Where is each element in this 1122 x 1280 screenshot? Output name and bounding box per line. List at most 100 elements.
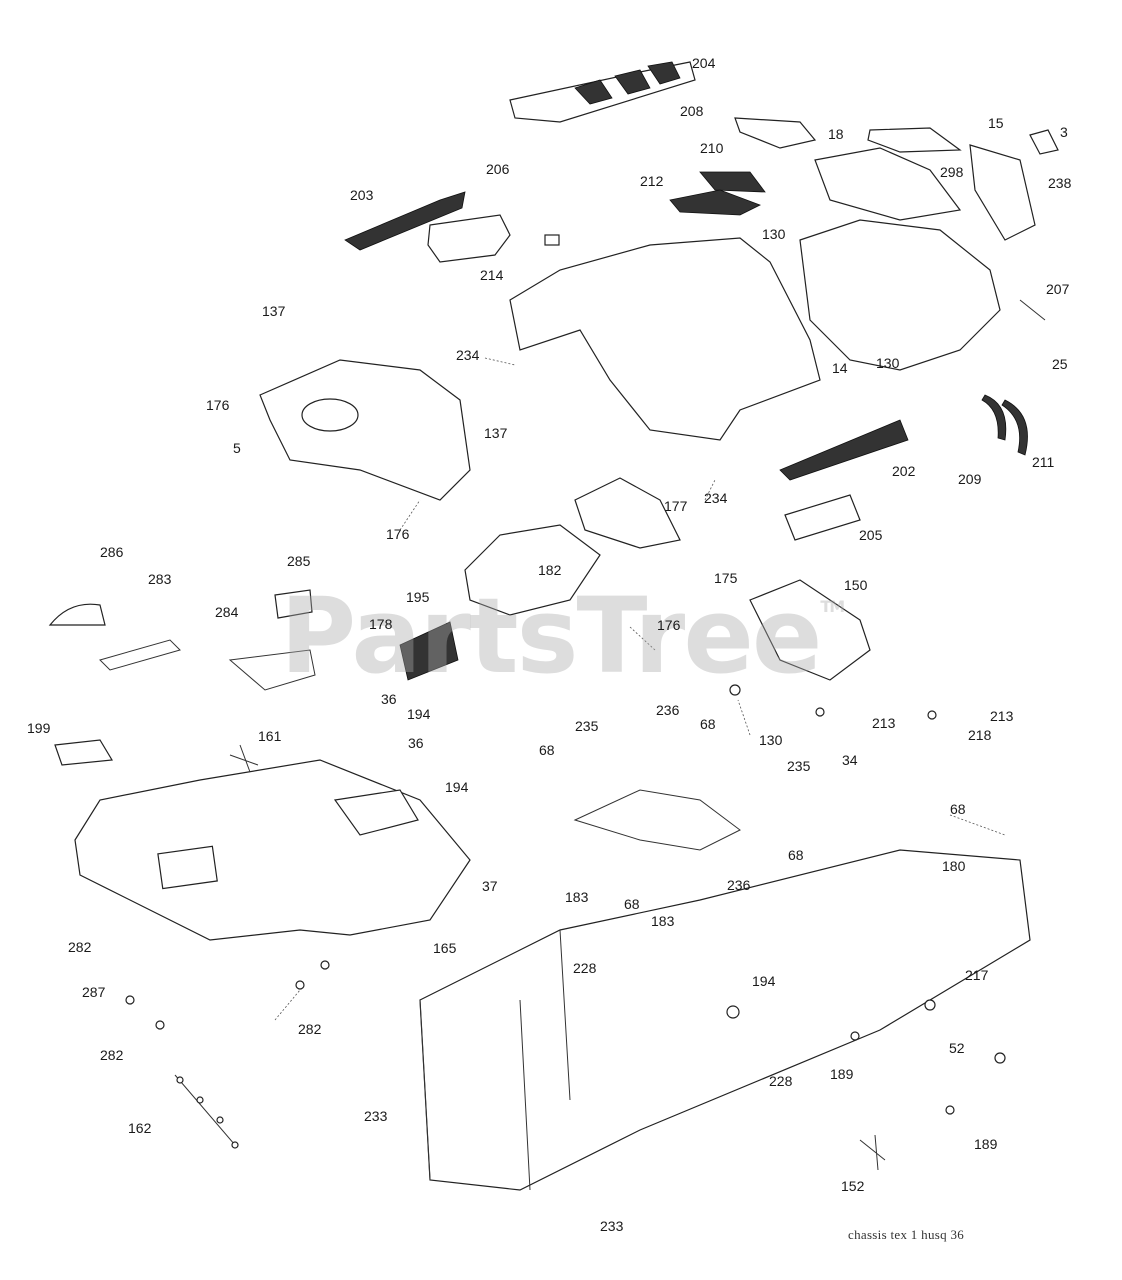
callout-234b: 234: [704, 490, 728, 506]
part-37-recess: [157, 845, 218, 890]
part-18: [814, 147, 962, 221]
callout-298: 298: [940, 164, 964, 180]
callout-282b: 282: [298, 1021, 322, 1037]
part-5-console: [259, 359, 471, 501]
part-286: [48, 603, 106, 626]
callout-194b: 194: [445, 779, 469, 795]
callout-238: 238: [1048, 175, 1072, 191]
part-linkage-assembly: [573, 789, 741, 851]
callout-189a: 189: [830, 1066, 854, 1082]
part-284-bracket: [228, 649, 316, 691]
part-285: [274, 589, 313, 619]
hardware-fasteners: [125, 684, 1006, 1149]
callout-213a: 213: [872, 715, 896, 731]
callout-233a: 233: [364, 1108, 388, 1124]
part-206-panel: [427, 214, 511, 263]
callout-165: 165: [433, 940, 457, 956]
part-283-bracket: [99, 639, 181, 671]
part-37-plate: [333, 789, 419, 836]
part-fender-assembly: [799, 219, 1001, 371]
callout-3: 3: [1060, 124, 1068, 140]
callout-235b: 235: [787, 758, 811, 774]
callout-15: 15: [988, 115, 1004, 131]
callout-199: 199: [27, 720, 51, 736]
callout-68a: 68: [700, 716, 716, 732]
footer-code: chassis tex 1 husq 36: [848, 1227, 965, 1242]
callout-228a: 228: [573, 960, 597, 976]
callout-182: 182: [538, 562, 562, 578]
callout-18: 18: [828, 126, 844, 142]
part-214-clip: [544, 234, 560, 246]
callout-285: 285: [287, 553, 311, 569]
part-161: [229, 744, 259, 773]
callout-52: 52: [949, 1040, 965, 1056]
callout-202: 202: [892, 463, 916, 479]
callout-175: 175: [714, 570, 738, 586]
callout-68b: 68: [539, 742, 555, 758]
callout-236b: 236: [727, 877, 751, 893]
part-238-side-panel: [969, 144, 1036, 241]
callout-195: 195: [406, 589, 430, 605]
part-177: [574, 477, 681, 549]
callout-217: 217: [965, 967, 989, 983]
callout-283: 283: [148, 571, 172, 587]
callout-137a: 137: [262, 303, 286, 319]
part-3: [1029, 129, 1059, 155]
callout-207: 207: [1046, 281, 1070, 297]
callout-189b: 189: [974, 1136, 998, 1152]
part-150-tray: [749, 579, 871, 681]
callout-36a: 36: [381, 691, 397, 707]
callout-150: 150: [844, 577, 868, 593]
watermark: PartsTreeTM: [280, 575, 845, 697]
callout-176c: 176: [657, 617, 681, 633]
callout-210: 210: [700, 140, 724, 156]
callout-282c: 282: [100, 1047, 124, 1063]
callout-211: 211: [1032, 454, 1055, 470]
callout-130b: 130: [876, 355, 900, 371]
callout-130a: 130: [762, 226, 786, 242]
callout-214: 214: [480, 267, 504, 283]
callout-68d: 68: [788, 847, 804, 863]
part-212-grille: [669, 189, 761, 216]
callout-233b: 233: [600, 1218, 624, 1234]
callout-130c: 130: [759, 732, 783, 748]
callout-284: 284: [215, 604, 239, 620]
callout-183a: 183: [565, 889, 589, 905]
callout-205: 205: [859, 527, 883, 543]
callout-235a: 235: [575, 718, 599, 734]
part-210-grille: [699, 171, 766, 193]
callout-152: 152: [841, 1178, 865, 1194]
callout-209: 209: [958, 471, 982, 487]
callout-287: 287: [82, 984, 106, 1000]
callout-204: 204: [692, 55, 716, 71]
callout-194c: 194: [752, 973, 776, 989]
part-14-hood: [509, 237, 821, 441]
callout-206: 206: [486, 161, 510, 177]
callout-212: 212: [640, 173, 664, 189]
part-15: [867, 127, 962, 153]
part-180-frame-edge: [419, 929, 571, 1191]
part-37-deck: [74, 759, 471, 941]
watermark-trademark: TM: [820, 597, 845, 616]
part-152: [859, 1134, 886, 1171]
callout-34: 34: [842, 752, 858, 768]
part-208: [734, 117, 817, 149]
part-204-vent-cover: [509, 61, 696, 123]
callout-234a: 234: [456, 347, 480, 363]
leader-lines: [274, 357, 1006, 1021]
part-182-panel: [464, 524, 601, 616]
part-199: [54, 739, 114, 766]
callout-183b: 183: [651, 913, 675, 929]
callout-5: 5: [233, 440, 241, 456]
callout-137b: 137: [484, 425, 508, 441]
callout-68c: 68: [950, 801, 966, 817]
part-5-opening: [301, 398, 359, 432]
callout-25: 25: [1052, 356, 1068, 372]
callout-36b: 36: [408, 735, 424, 751]
part-202-strip: [779, 419, 909, 481]
callout-68e: 68: [624, 896, 640, 912]
part-178-grille: [399, 621, 459, 681]
part-209-211-brackets: [981, 394, 1028, 456]
